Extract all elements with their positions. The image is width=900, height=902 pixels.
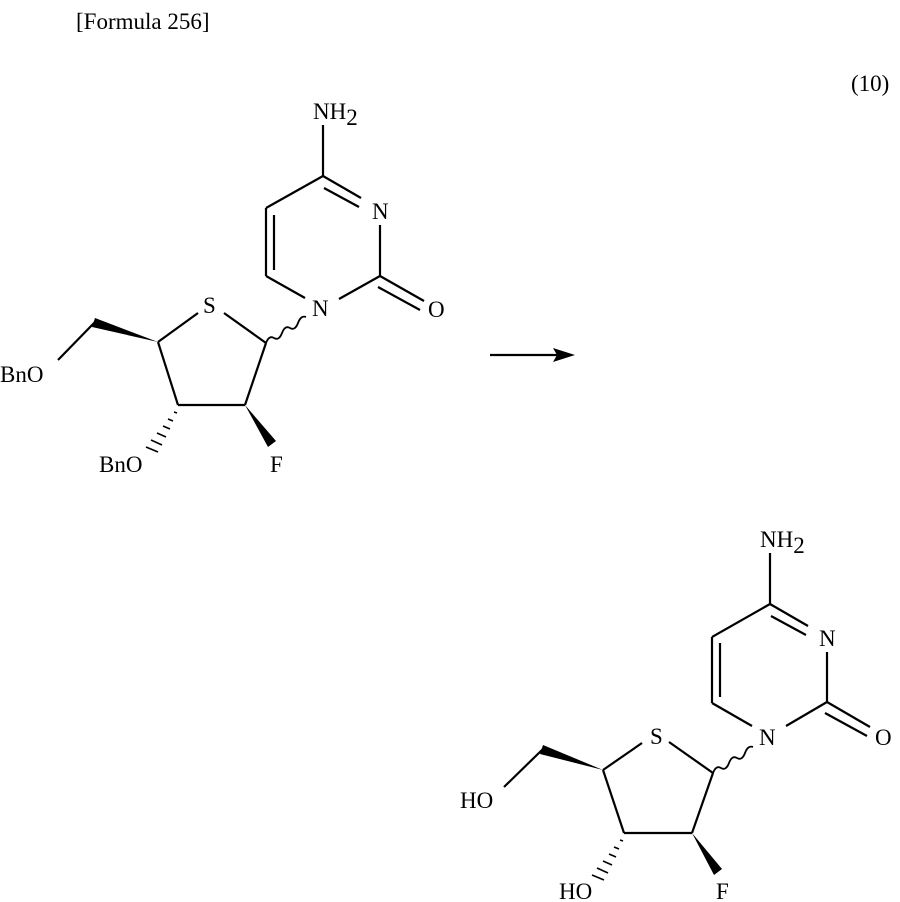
bno-3-label: BnO bbox=[99, 452, 142, 477]
wedge-bond bbox=[92, 318, 158, 342]
carbonyl-o-label: O bbox=[875, 725, 892, 750]
fluorine-label: F bbox=[270, 452, 283, 477]
ho-5-label: HO bbox=[460, 788, 493, 813]
starting-material bbox=[57, 125, 425, 407]
amine-label: NH2 bbox=[313, 99, 358, 130]
ho-3-label: HO bbox=[559, 879, 592, 902]
amine-label: NH2 bbox=[760, 527, 805, 558]
sulfur-label: S bbox=[203, 293, 216, 318]
hashed-bond bbox=[145, 411, 178, 453]
wedge-bond bbox=[692, 833, 722, 875]
formula-label: [Formula 256] bbox=[76, 9, 210, 34]
n3-label: N bbox=[819, 626, 836, 651]
reaction-arrow-icon bbox=[490, 348, 575, 362]
hashed-bond bbox=[591, 839, 624, 881]
sulfur-label: S bbox=[650, 724, 663, 749]
bno-5-label: BnO bbox=[0, 362, 43, 387]
wedge-bond bbox=[245, 405, 276, 447]
wedge-bond bbox=[540, 745, 603, 770]
carbonyl-o-label: O bbox=[428, 297, 445, 322]
n3-label: N bbox=[372, 199, 389, 224]
n1-label: N bbox=[312, 296, 329, 321]
equation-number: (10) bbox=[851, 71, 890, 96]
fluorine-label: F bbox=[716, 879, 729, 902]
product bbox=[503, 553, 871, 835]
n1-label: N bbox=[759, 725, 776, 750]
